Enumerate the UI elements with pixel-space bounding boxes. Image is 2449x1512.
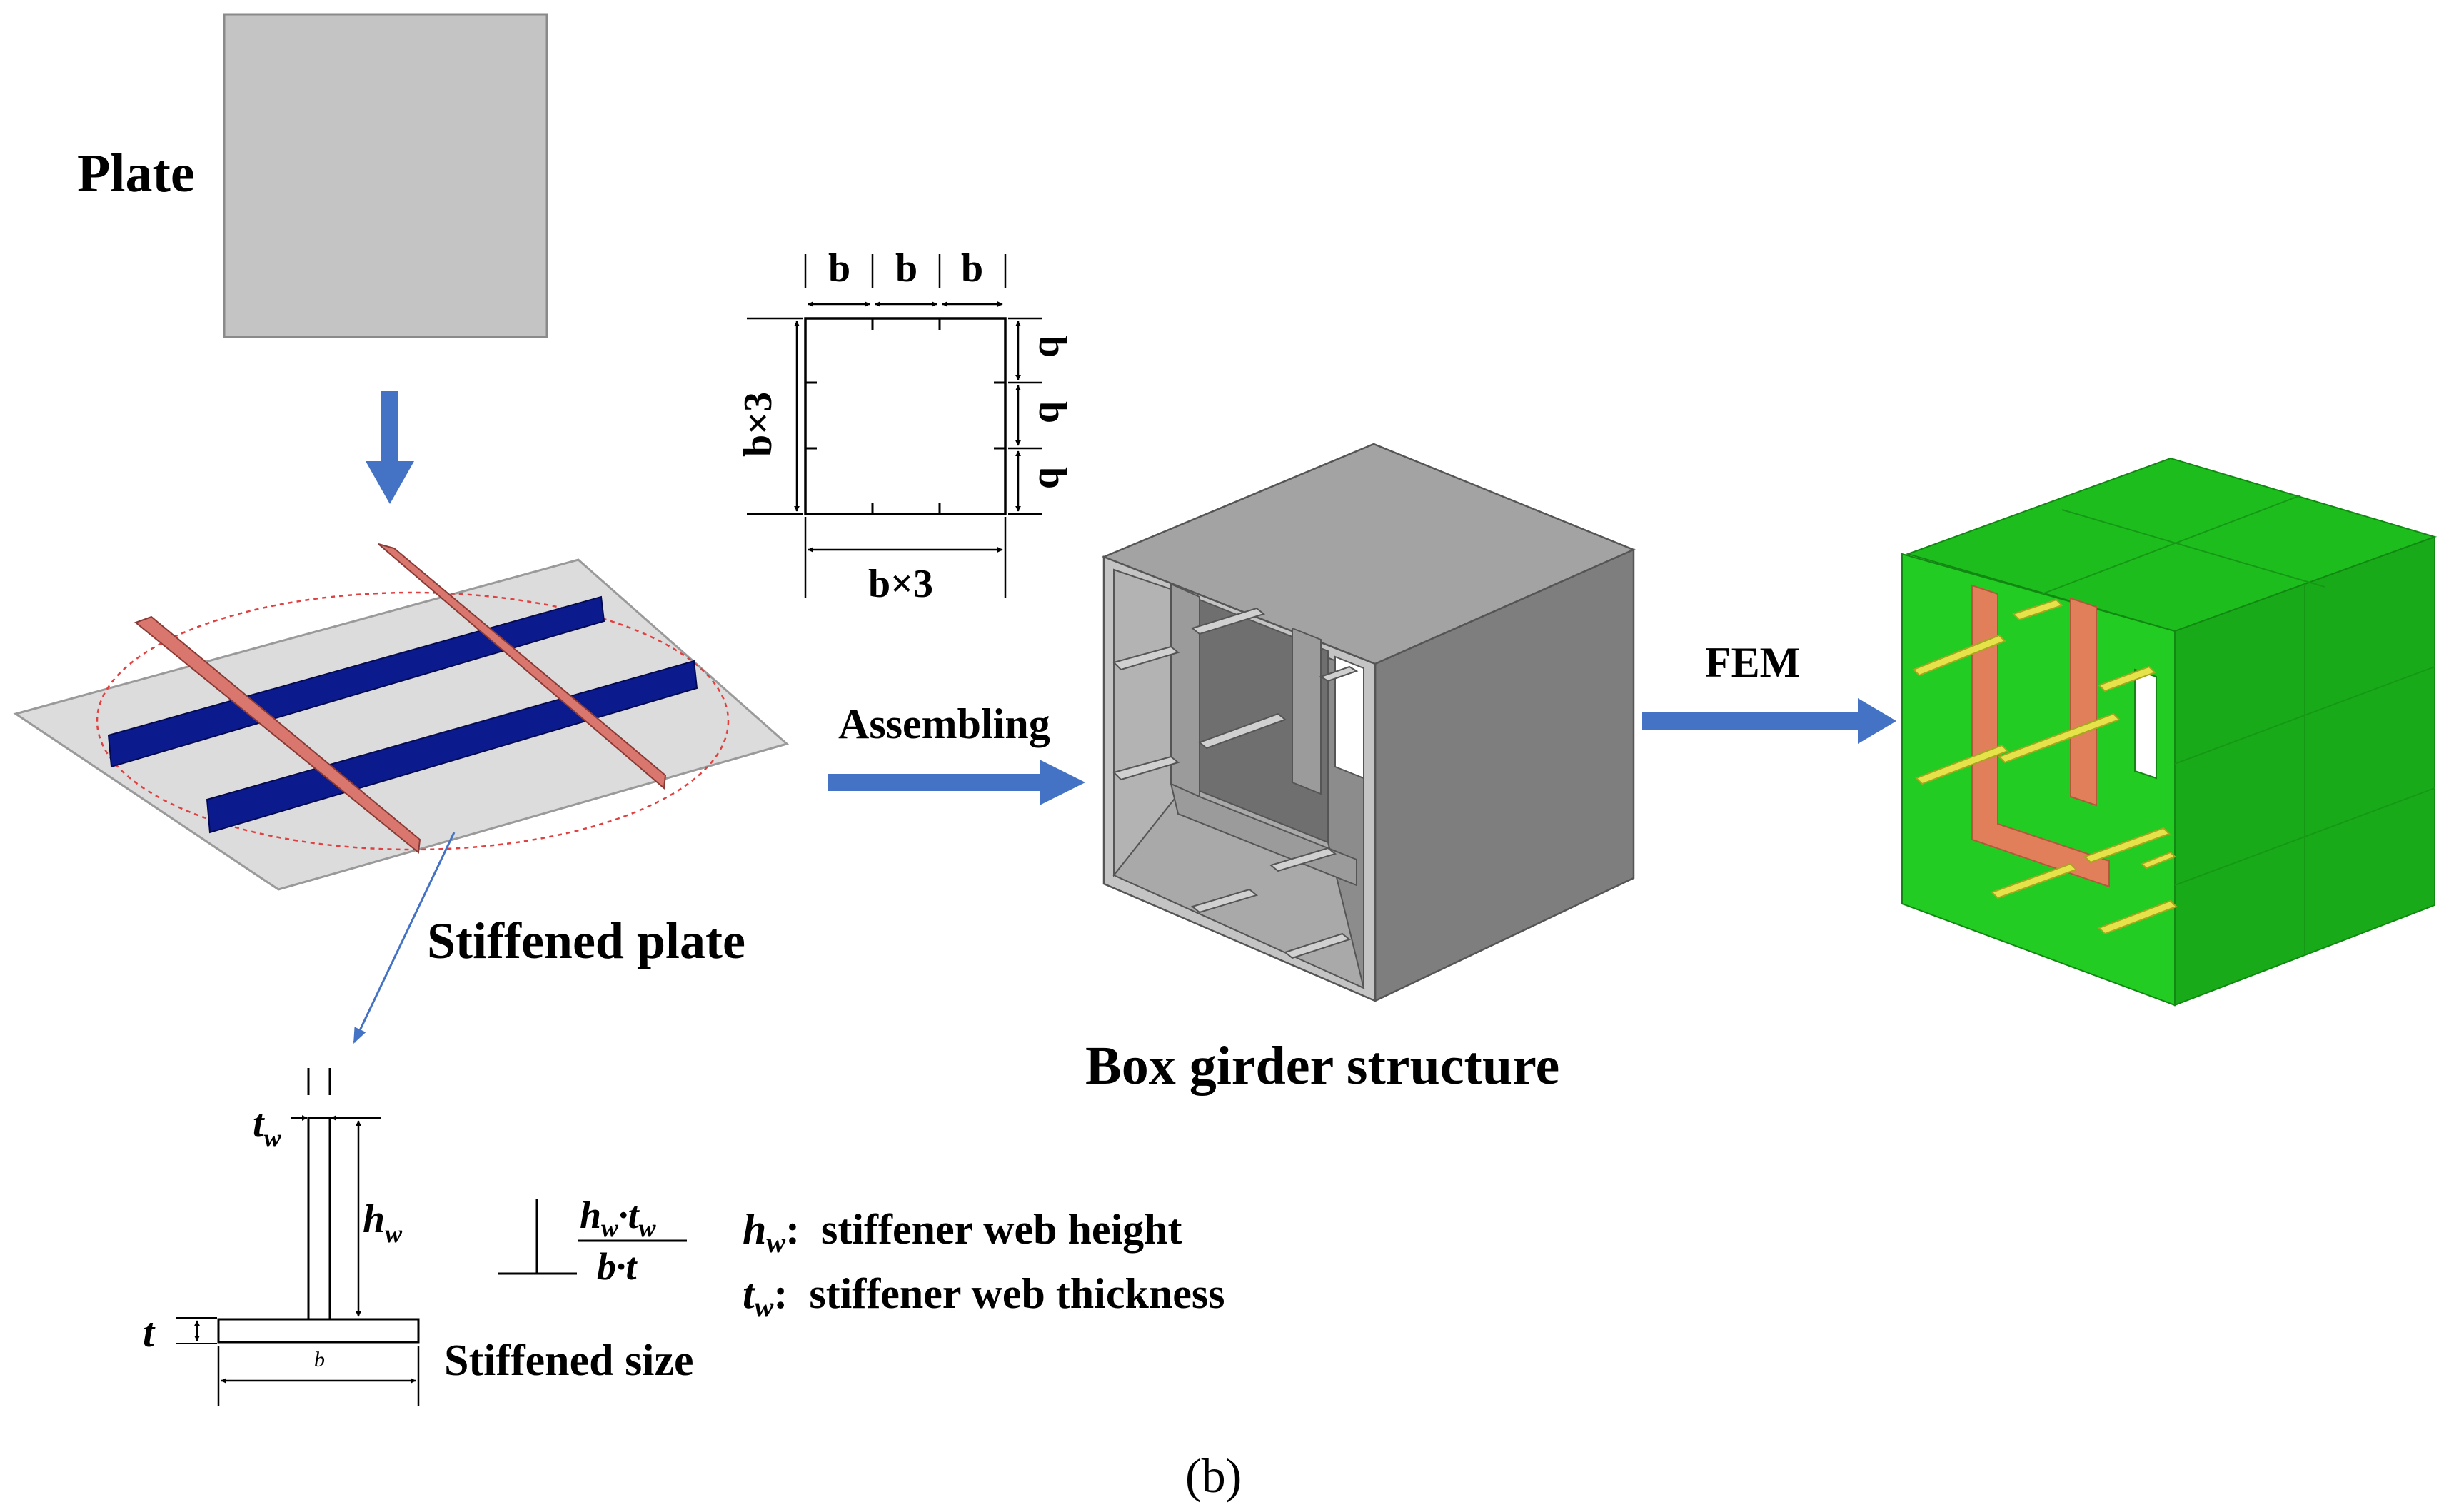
highlight-ellipse bbox=[96, 591, 730, 851]
plate-to-stiffened-arrow bbox=[366, 391, 414, 504]
plate-label: Plate bbox=[77, 143, 195, 203]
plate-square bbox=[223, 13, 548, 338]
fem-arrow bbox=[1642, 698, 1896, 744]
box-section-sketch bbox=[747, 254, 1042, 598]
box-section-outline bbox=[804, 317, 1007, 515]
box-girder-label: Box girder structure bbox=[1085, 1036, 1559, 1096]
fraction-denominator: b·t bbox=[597, 1245, 638, 1288]
stiffened-size-label: Stiffened size bbox=[444, 1336, 694, 1385]
assembling-label: Assembling bbox=[838, 700, 1050, 747]
stiffened-plate-label: Stiffened plate bbox=[427, 912, 745, 969]
figure-caption: (b) bbox=[1185, 1448, 1242, 1503]
transverse-stiffener-1 bbox=[134, 615, 421, 854]
dim-top-b-2: b bbox=[895, 246, 917, 291]
section-flange bbox=[217, 1318, 420, 1344]
dim-right-b-1: b bbox=[1030, 336, 1075, 358]
fem-front-face bbox=[1901, 553, 2176, 1007]
fem-label: FEM bbox=[1705, 639, 1800, 686]
stiffener-cross-section bbox=[176, 1068, 420, 1406]
section-tw-label: tw bbox=[253, 1102, 282, 1152]
section-hw-label: hw bbox=[363, 1197, 403, 1248]
slenderness-fraction: hw·tw b·t bbox=[578, 1194, 687, 1288]
dim-top-b-3: b bbox=[961, 246, 983, 291]
longitudinal-stiffener-1 bbox=[107, 595, 605, 768]
transverse-stiffener-2 bbox=[378, 543, 667, 790]
fraction-numerator: hw·tw bbox=[580, 1194, 657, 1242]
dim-top-b-1: b bbox=[828, 246, 850, 291]
section-web bbox=[307, 1117, 331, 1321]
dim-bottom-b3: b×3 bbox=[868, 562, 933, 606]
dim-left-b3: b×3 bbox=[736, 392, 780, 457]
section-callout-line bbox=[353, 832, 456, 1044]
stiffener-symbol bbox=[498, 1199, 577, 1275]
dim-right-b-3: b bbox=[1030, 467, 1075, 489]
hw-definition: hw:stiffener web height bbox=[743, 1206, 1182, 1259]
base-plate bbox=[13, 558, 790, 891]
section-b-label: b bbox=[314, 1348, 325, 1371]
section-t-label: t bbox=[143, 1309, 156, 1356]
assembling-arrow bbox=[828, 760, 1085, 805]
dim-right-b-2: b bbox=[1030, 401, 1075, 423]
stiffened-plate-drawing bbox=[13, 543, 790, 891]
tw-definition: tw:stiffener web thickness bbox=[743, 1270, 1225, 1323]
box-girder-3d bbox=[1101, 443, 1636, 1002]
fem-model bbox=[1901, 457, 2438, 1007]
